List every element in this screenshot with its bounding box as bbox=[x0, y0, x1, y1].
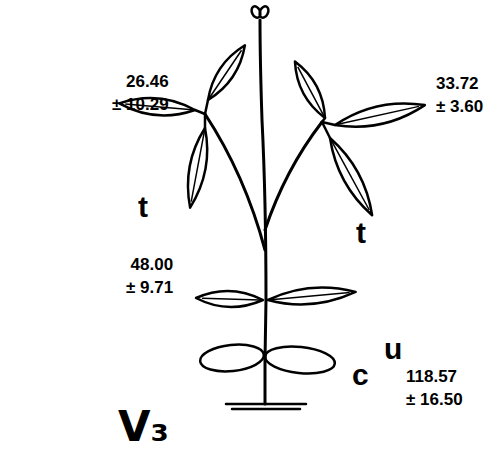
measurement-value: 33.72 ± 3.60 bbox=[436, 73, 483, 119]
part-letter: t bbox=[138, 192, 148, 222]
part-letter: t bbox=[356, 218, 366, 248]
part-letter: c bbox=[352, 360, 369, 390]
measurement-value: 48.00 ± 9.71 bbox=[126, 254, 173, 300]
stage-label: V₃ bbox=[118, 406, 169, 448]
measurement-value: 26.46 ± 10.29 bbox=[112, 71, 169, 117]
part-letter: u bbox=[384, 334, 402, 364]
measurement-value: 118.57 ± 16.50 bbox=[406, 366, 463, 412]
